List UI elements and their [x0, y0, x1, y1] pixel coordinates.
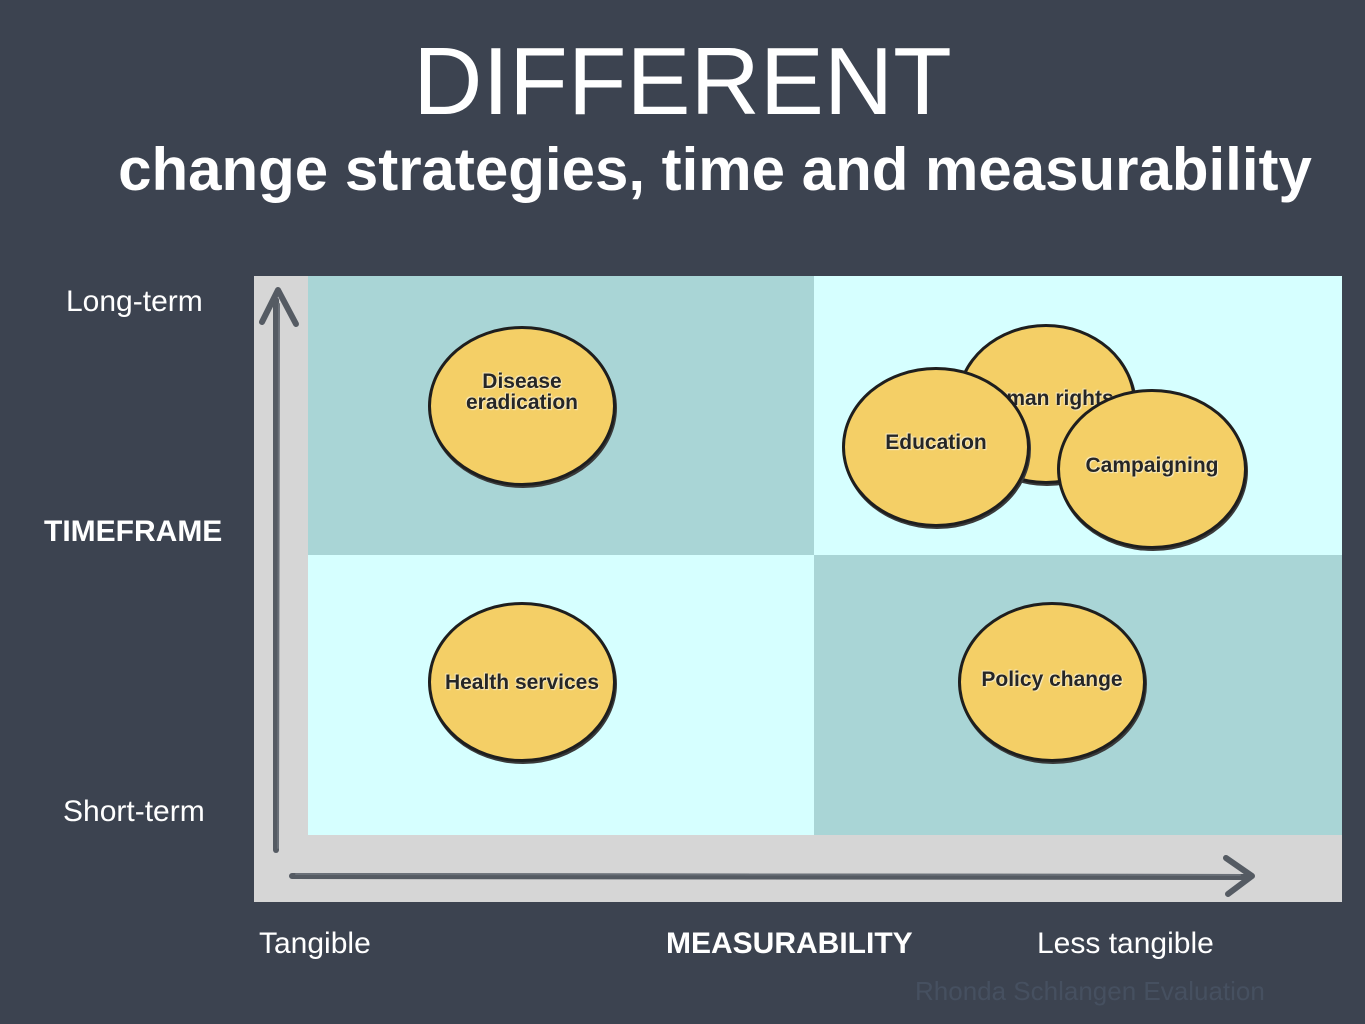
ellipse-education: Education: [842, 367, 1030, 527]
x-axis-arrow-head: [1223, 855, 1255, 897]
y-axis-title: TIMEFRAME: [44, 515, 223, 548]
health-services-label: Health services: [444, 670, 600, 694]
x-axis-arrow-shaft: [289, 873, 1249, 880]
campaigning-label: Campaigning: [1085, 453, 1219, 477]
ellipse-policy-change: Policy change: [958, 602, 1146, 762]
disease-eradication-label: Disease eradication: [465, 370, 579, 414]
y-axis-arrow-head: [259, 287, 299, 327]
policy-change-label: Policy change: [981, 667, 1123, 691]
slide-subtitle: change strategies, time and measurabilit…: [118, 136, 1312, 203]
ellipse-campaigning: Campaigning: [1057, 389, 1247, 549]
x-axis-title: MEASURABILITY: [666, 927, 913, 960]
slide-title: DIFFERENT: [413, 28, 952, 135]
y-axis-top-label: Long-term: [66, 285, 203, 318]
y-axis-bottom-label: Short-term: [63, 795, 205, 828]
education-label: Education: [885, 430, 987, 454]
x-axis-arrow-shaft-texture: [295, 873, 1241, 876]
x-axis-left-label: Tangible: [259, 927, 371, 960]
y-axis-arrow-shaft-texture: [277, 303, 280, 849]
x-axis-right-label: Less tangible: [1037, 927, 1214, 960]
ellipse-health-services: Health services: [428, 602, 616, 762]
ellipse-disease-eradication: Disease eradication: [428, 326, 616, 486]
watermark-text: Rhonda Schlangen Evaluation: [915, 976, 1265, 1006]
